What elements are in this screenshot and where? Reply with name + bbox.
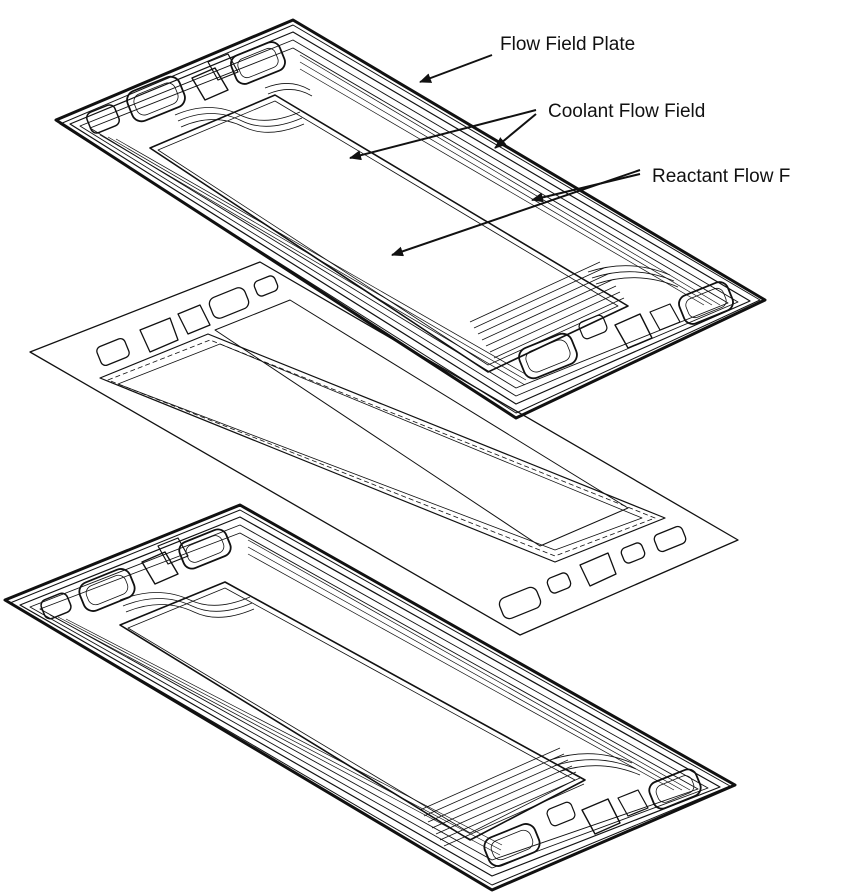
coolant-flow-field-leader-a — [349, 109, 537, 161]
top-flow-field-plate — [54, 18, 767, 420]
coolant-flow-field-leader-b — [494, 113, 537, 149]
reactant-flow-field-label: Reactant Flow F — [652, 166, 790, 187]
flow-field-plate-leader — [419, 54, 493, 83]
gasket-sheet — [29, 261, 739, 636]
callout-leaders — [349, 54, 641, 257]
coolant-flow-field-label: Coolant Flow Field — [548, 101, 705, 122]
reactant-flow-field-leader-b — [531, 173, 641, 203]
flow-field-plate-label: Flow Field Plate — [500, 34, 635, 55]
bottom-flow-field-plate — [3, 503, 737, 892]
